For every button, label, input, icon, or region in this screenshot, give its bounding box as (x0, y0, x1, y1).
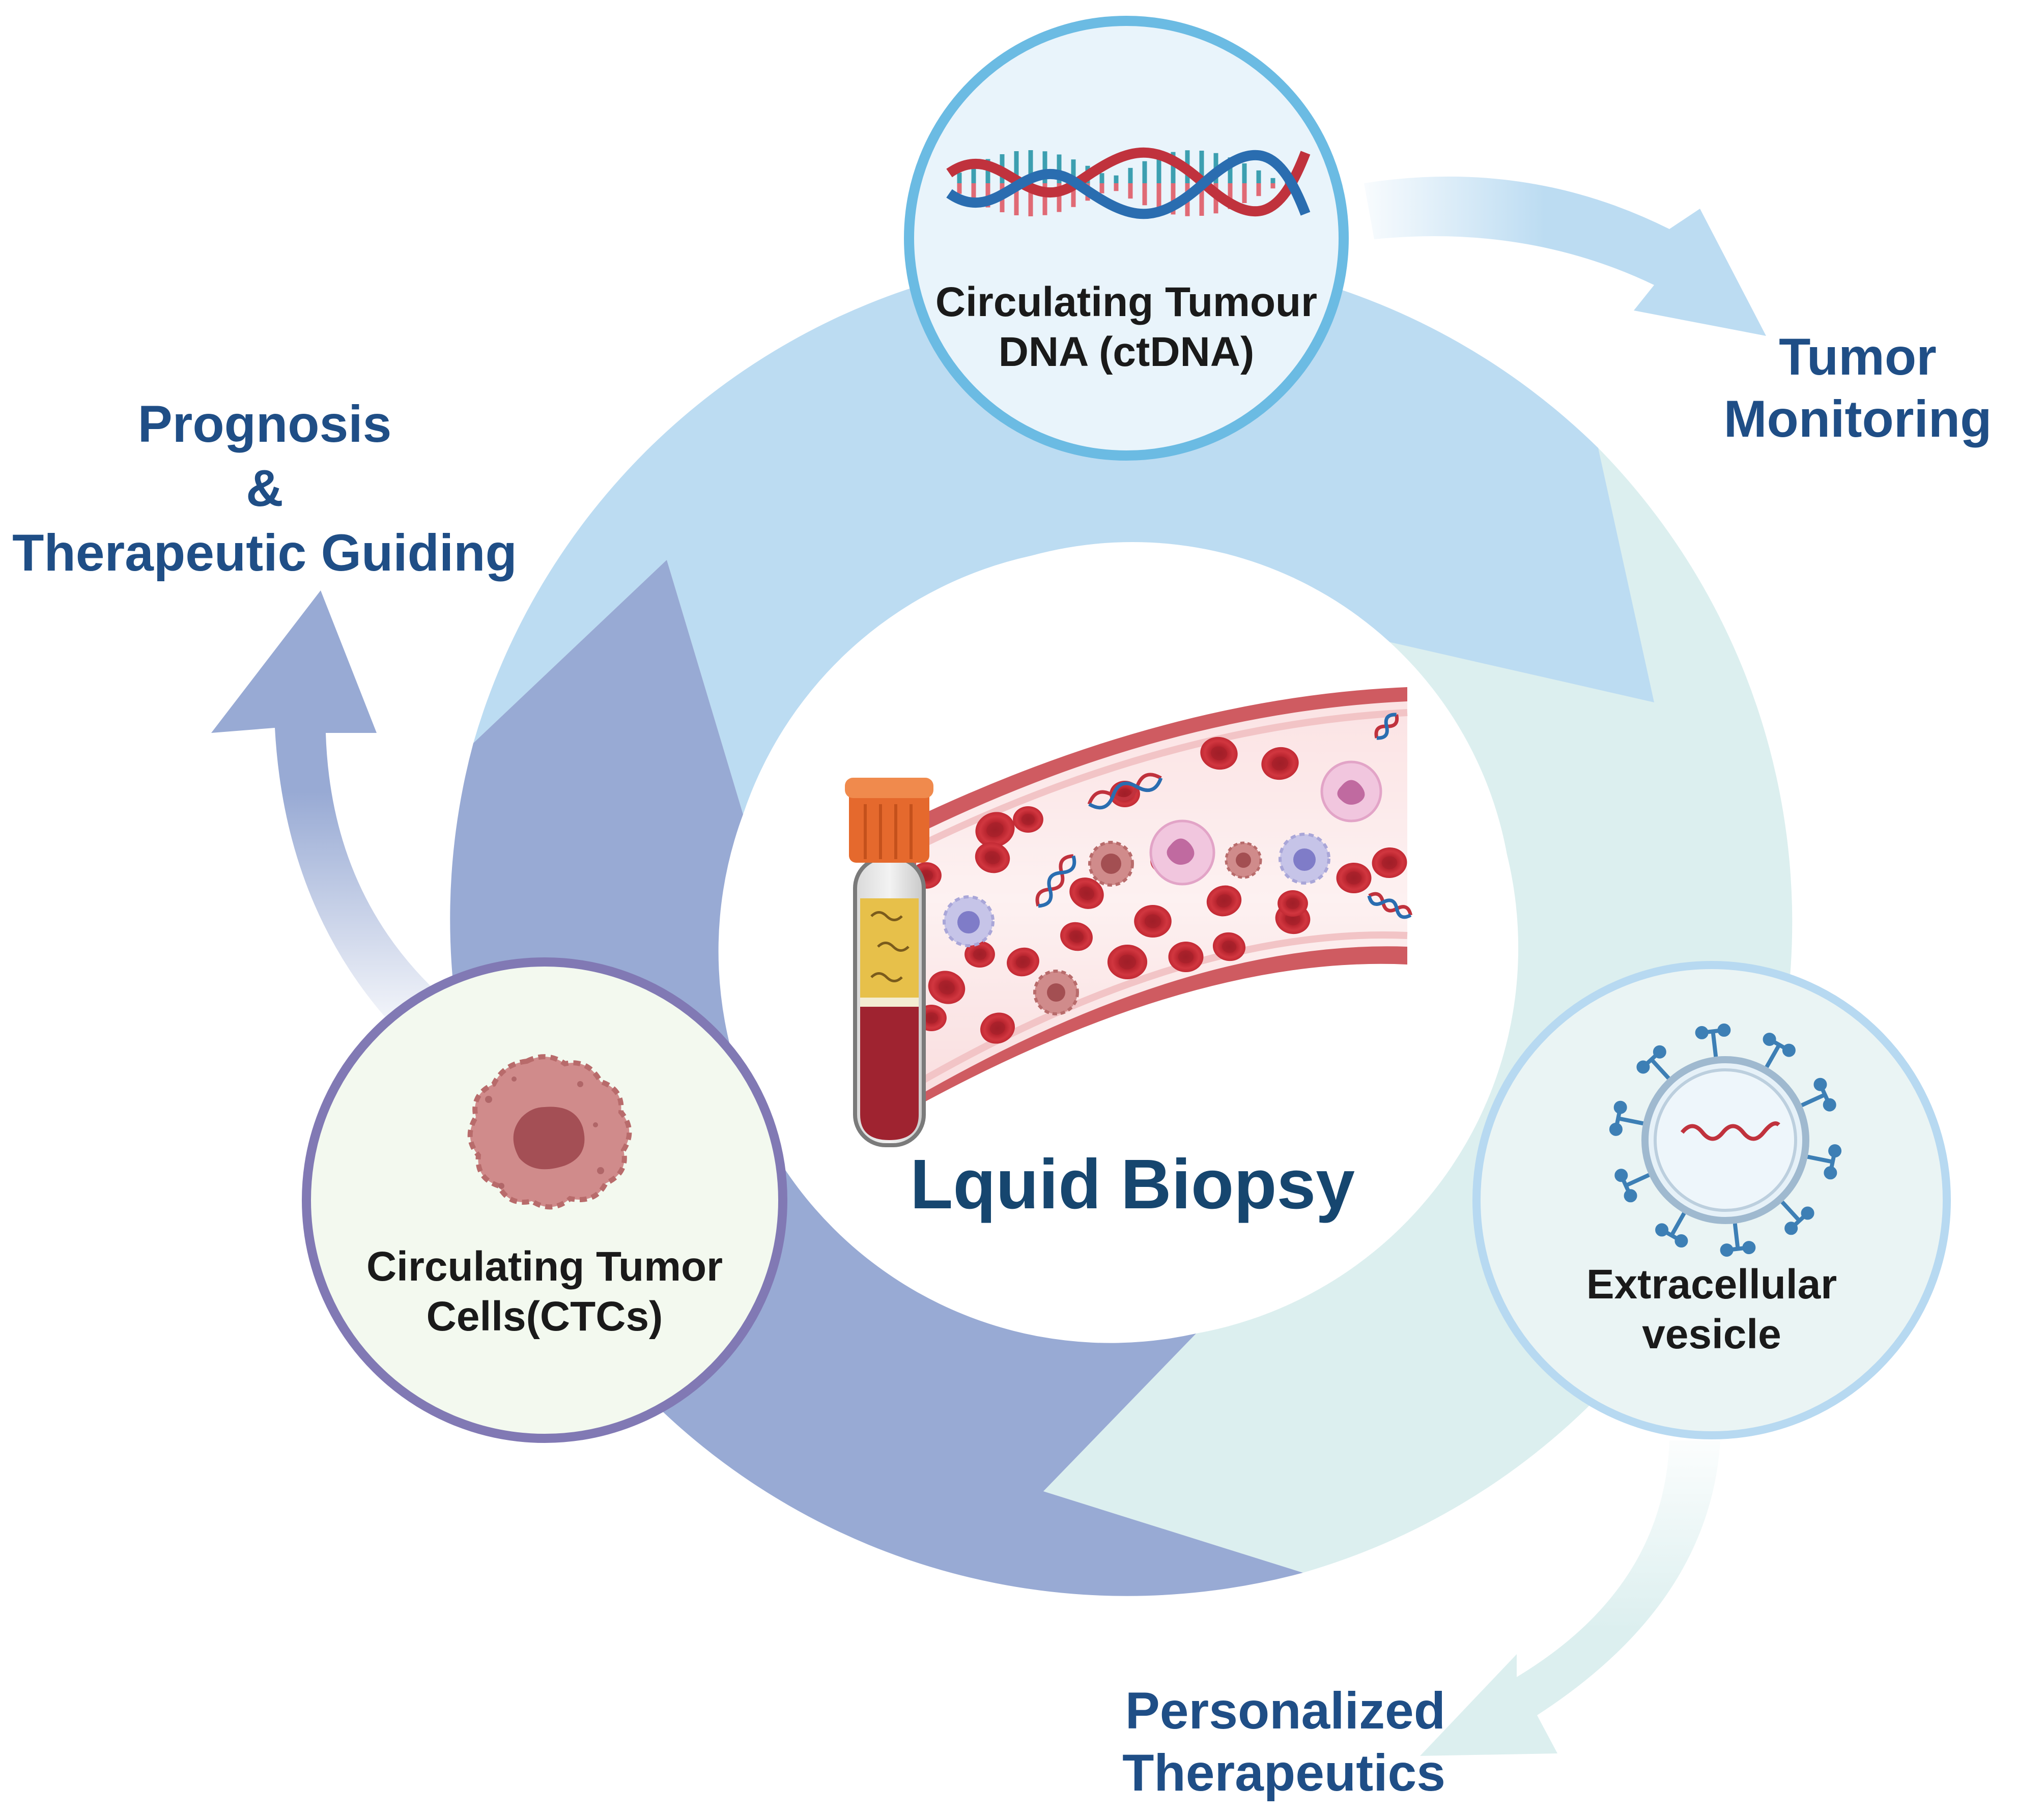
red-blood-cell (975, 812, 1015, 847)
outcome-prognosis-line3: Therapeutic Guiding (12, 523, 517, 582)
dna-fragment (1035, 854, 1076, 908)
outcome-personalized-therapeutics: Personalized Therapeutics (1038, 1680, 1445, 1804)
red-blood-cell (1107, 945, 1148, 979)
ev-label-line2: vesicle (1642, 1311, 1781, 1358)
tube-buffy-coat (860, 998, 919, 1008)
red-blood-cell (1206, 885, 1242, 917)
tube-cap (849, 781, 929, 863)
neutrophil (1149, 819, 1215, 886)
outcome-tumor-monitoring: Tumor Monitoring (1680, 326, 2036, 450)
tube-cap-top (845, 778, 933, 798)
tube-cap-ridges (864, 804, 913, 859)
ev-label-line1: Extracellular (1586, 1261, 1837, 1308)
dna-fragments (1035, 713, 1412, 919)
ev-label: Extracellular vesicle (1508, 1260, 1915, 1360)
ctc-label-line1: Circulating Tumor (366, 1243, 723, 1290)
tumor-cell-icon (467, 1054, 632, 1210)
red-blood-cell (1060, 922, 1093, 951)
vesicle-receptor (1655, 1212, 1688, 1248)
ring-segment-blue (473, 253, 1654, 815)
outcome-prognosis: Prognosis & Therapeutic Guiding (0, 392, 529, 585)
dna-helix-icon (946, 147, 1311, 219)
lymphocyte (1279, 833, 1330, 885)
red-blood-cell (1261, 747, 1299, 780)
vesicle-receptor (1807, 1144, 1842, 1180)
red-blood-cell (1069, 877, 1104, 909)
vesicle-receptor (1780, 1200, 1814, 1235)
arrow-to-personalized (1420, 1440, 1720, 1756)
ctdna-label-line1: Circulating Tumour (935, 279, 1318, 325)
outer-arrows (211, 176, 1766, 1756)
red-blood-cell (1372, 847, 1407, 878)
vesicle-receptor (1763, 1032, 1796, 1068)
vesicle-receptor (1636, 1045, 1670, 1080)
center-title: Lquid Biopsy (910, 1145, 1355, 1224)
ctc-label: Circulating Tumor Cells(CTCs) (316, 1242, 774, 1342)
outcome-monitoring-line1: Tumor (1779, 328, 1937, 386)
dna-fragment (1367, 892, 1412, 919)
outcome-prognosis-line1: Prognosis (137, 395, 392, 453)
ctdna-label-line2: DNA (ctDNA) (998, 329, 1255, 376)
tumor-cell-small (1225, 841, 1262, 879)
tube-plasma (860, 898, 919, 1003)
extracellular-vesicle-icon (1609, 1023, 1842, 1257)
tumor-cell-small (1033, 970, 1079, 1015)
neutrophil (1320, 760, 1382, 823)
arrow-to-monitoring (1364, 176, 1766, 336)
vesicle-receptor (1614, 1169, 1650, 1203)
outcome-prognosis-line2: & (246, 459, 283, 518)
red-blood-cell (1013, 806, 1043, 833)
outcome-personalized-line2: Therapeutics (1122, 1744, 1445, 1802)
outcome-monitoring-line2: Monitoring (1723, 390, 1992, 448)
dna-fragment (1374, 713, 1399, 740)
arrow-to-prognosis (211, 590, 443, 1038)
tube-blood (860, 1007, 919, 1140)
blood-tube-illustration (845, 778, 933, 1147)
tumor-cell-small (1088, 841, 1134, 887)
ctdna-label: Circulating Tumour DNA (ctDNA) (897, 277, 1355, 378)
vesicle-receptor (1720, 1223, 1756, 1257)
red-blood-cell (928, 971, 966, 1004)
ctdna-node (904, 16, 1349, 461)
white-blood-cells (943, 760, 1382, 1015)
vesicle-receptor (1609, 1100, 1644, 1136)
red-blood-cell (1200, 736, 1238, 770)
red-blood-cell (964, 941, 995, 968)
red-blood-cell (1278, 890, 1308, 917)
red-blood-cell (1007, 947, 1039, 977)
lymphocyte (943, 895, 995, 947)
vesicle-receptor (1801, 1077, 1836, 1112)
dna-fragment (1087, 773, 1163, 810)
plasma-dna (870, 911, 910, 982)
red-blood-cell (975, 842, 1010, 873)
outcome-personalized-line1: Personalized (1125, 1682, 1445, 1740)
red-blood-cell (1134, 905, 1172, 938)
red-blood-cell (1168, 942, 1204, 972)
vesicle-receptor (1695, 1023, 1731, 1057)
ctdna-node-circle (904, 16, 1349, 461)
ctc-node (302, 957, 787, 1443)
red-blood-cell (1336, 863, 1372, 893)
red-blood-cell (1212, 932, 1246, 961)
red-blood-cell (980, 1012, 1015, 1044)
ev-node (1472, 961, 1951, 1439)
ctc-label-line2: Cells(CTCs) (426, 1293, 663, 1340)
